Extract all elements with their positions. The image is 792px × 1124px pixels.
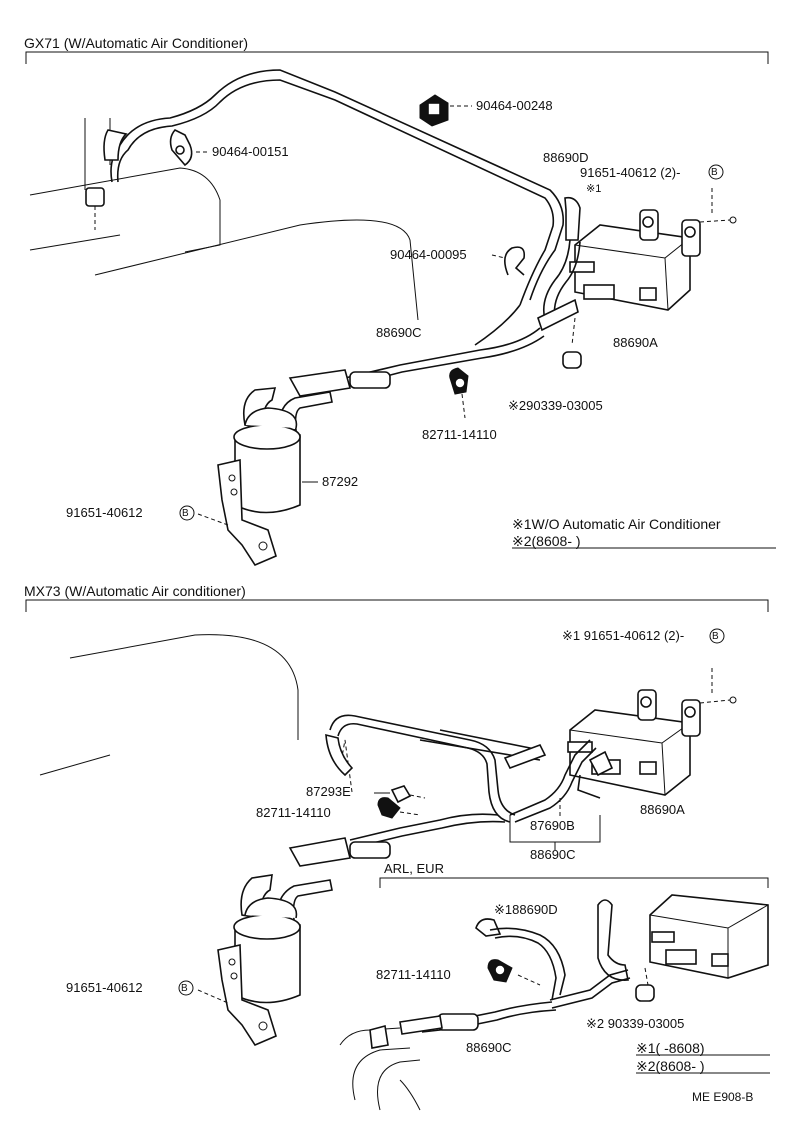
- label-290339-03005: ※290339-03005: [508, 398, 603, 413]
- mx73-callout-bracket: [509, 815, 601, 850]
- label-82711-14110-arl: 82711-14110: [376, 967, 451, 982]
- canister-87292: [233, 369, 391, 514]
- gx71-bolt-markers: [179, 164, 724, 521]
- label-88690c-arl: 88690C: [466, 1040, 512, 1055]
- arl-eur-valve: [649, 894, 769, 979]
- gx71-hoses: [344, 196, 581, 387]
- gx71-bracket: [197, 459, 277, 567]
- circled-b-letter: B: [181, 983, 188, 994]
- arl-eur-header: ARL, EUR: [384, 861, 444, 876]
- gx71-note-2: ※2(8608- ): [512, 533, 581, 549]
- mx73-header: MX73 (W/Automatic Air conditioner): [24, 583, 246, 599]
- arl-eur-note-lines: [636, 1054, 770, 1074]
- label-82711-14110-mx73: 82711-14110: [256, 805, 331, 820]
- label-91651-40612-mx73: 91651-40612: [66, 980, 143, 995]
- circled-b-letter: B: [712, 631, 719, 642]
- valve-88690a-mx73: [567, 668, 737, 796]
- label-87292: 87292: [322, 474, 359, 489]
- gx71-steel-line: [103, 69, 565, 306]
- label-87690b: 87690B: [530, 818, 575, 833]
- circled-b-letter: B: [182, 508, 189, 519]
- label-88690a-mx73: 88690A: [640, 802, 685, 817]
- mx73-bolt-markers: [178, 628, 725, 996]
- label-88690d: 88690D: [543, 150, 589, 165]
- label-91651-40612: 91651-40612: [66, 505, 143, 520]
- label-2-90339-03005: ※2 90339-03005: [586, 1016, 685, 1031]
- arl-eur-hoses: [399, 899, 655, 1035]
- mx73-engine-outline: [39, 634, 353, 793]
- clamp-82711-14110-mx73: [377, 797, 421, 819]
- label-90464-00151: 90464-00151: [212, 144, 289, 159]
- gx71-engine-outline: [29, 167, 419, 321]
- circled-b-letter: B: [711, 167, 718, 178]
- clamp-82711-14110-arl: [487, 959, 513, 983]
- gx71-header: GX71 (W/Automatic Air Conditioner): [24, 35, 249, 51]
- arl-eur-note-2: ※2(8608- ): [636, 1058, 705, 1074]
- valve-88690a: [569, 188, 737, 311]
- clip-90464-00095: [491, 246, 526, 276]
- gx71-note-1: ※1W/O Automatic Air Conditioner: [512, 516, 721, 532]
- clamp-82711-14110: [449, 367, 469, 419]
- label-90464-00248: 90464-00248: [476, 98, 553, 113]
- plug-290339-03005: [562, 351, 582, 369]
- label-87293e: 87293E: [306, 784, 351, 799]
- footer-code: ME E908-B: [692, 1090, 754, 1104]
- label-88690a: 88690A: [613, 335, 658, 350]
- mx73-bracket: [197, 944, 277, 1047]
- clip-90464-00248: [419, 94, 472, 127]
- canister-mx73: [233, 837, 391, 1004]
- label-90464-00095: 90464-00095: [390, 247, 467, 262]
- label-82711-14110: 82711-14110: [422, 427, 497, 442]
- fitting-87293e: [374, 785, 426, 804]
- label-91651-40612-2: 91651-40612 (2)-: [580, 165, 681, 180]
- label-88690c: 88690C: [376, 325, 422, 340]
- label-188690d: ※188690D: [494, 902, 558, 917]
- label-91651-40612-2-mx73: ※1 91651-40612 (2)-: [562, 628, 685, 643]
- mx73-hoses: [325, 714, 614, 849]
- mx73-section-frame: [25, 599, 769, 612]
- label-note-1: ※1: [586, 183, 602, 195]
- arl-eur-frame: [379, 877, 769, 888]
- arl-eur-note-1: ※1( -8608): [636, 1040, 705, 1056]
- arl-eur-canister-top: [339, 1024, 421, 1111]
- gx71-section-frame: [25, 51, 769, 64]
- label-88690c-mx73: 88690C: [530, 847, 576, 862]
- clamp-90464-00151: [169, 129, 210, 167]
